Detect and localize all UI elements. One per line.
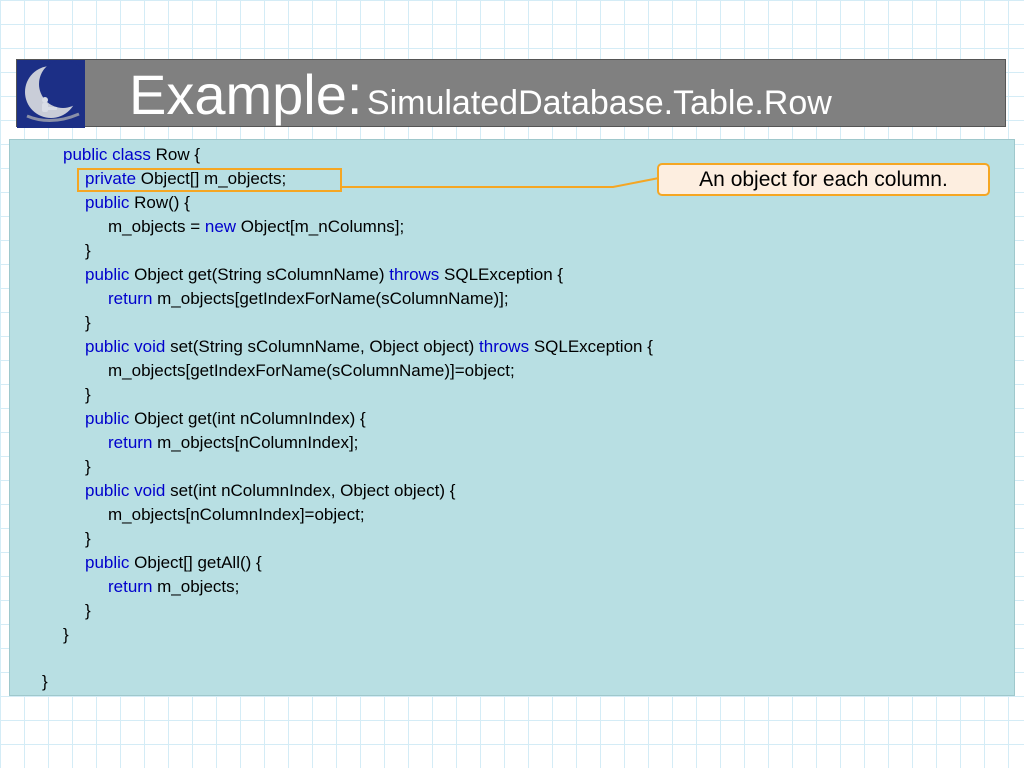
code-text: } [42,672,48,691]
code-line: public class Row { [63,145,200,165]
code-text: Object[m_nColumns]; [240,217,405,236]
slide-title-bar: Example: SimulatedDatabase.Table.Row [16,59,1006,128]
callout-connector [340,177,660,188]
code-text: SQLException { [533,337,653,356]
code-line: private Object[] m_objects; [85,169,286,189]
code-line: } [85,529,91,549]
code-keyword: public [85,553,135,572]
code-keyword: public class [63,145,156,164]
code-line: } [85,601,91,621]
code-text: m_objects[getIndexForName(sColumnName)]; [157,289,509,308]
code-line: m_objects = new Object[m_nColumns]; [108,217,404,237]
code-line: } [85,313,91,333]
code-line: m_objects[nColumnIndex]=object; [108,505,365,525]
code-keyword: return [108,577,158,596]
code-keyword: new [204,217,241,236]
code-line: } [85,457,91,477]
code-keyword: throws [479,337,534,356]
code-line: public Object get(String sColumnName) th… [85,265,563,285]
code-text: set(String sColumnName, Object object) [170,337,480,356]
code-keyword: private [85,169,141,188]
code-line: } [42,672,48,692]
highlight-box [77,168,342,192]
code-text: } [85,601,91,620]
code-text: Object[] m_objects; [140,169,287,188]
code-keyword: throws [389,265,445,284]
code-text: SQLException { [444,265,564,284]
code-text: Object get(int nColumnIndex) { [134,409,366,428]
code-text: set(int nColumnIndex, Object object) { [170,481,456,500]
code-text: } [85,529,91,548]
code-text: m_objects[nColumnIndex]; [157,433,359,452]
code-keyword: public [85,193,135,212]
code-text: m_objects; [157,577,240,596]
moon-logo-icon [17,60,85,128]
code-keyword: public void [85,481,171,500]
code-text: } [85,385,91,404]
code-line: public void set(int nColumnIndex, Object… [85,481,455,501]
code-panel [9,139,1015,696]
code-line: public Object get(int nColumnIndex) { [85,409,366,429]
code-line: public Object[] getAll() { [85,553,262,573]
code-keyword: public [85,265,135,284]
code-line: } [85,241,91,261]
title-main: Example: [129,63,363,126]
code-keyword: public [85,409,135,428]
code-keyword: return [108,433,158,452]
code-text: Row() { [134,193,190,212]
code-line: public Row() { [85,193,190,213]
code-text: } [85,457,91,476]
code-line: m_objects[getIndexForName(sColumnName)]=… [108,361,515,381]
code-text: m_objects[getIndexForName(sColumnName)]=… [108,361,515,380]
code-text: Object get(String sColumnName) [134,265,390,284]
code-text: Row { [155,145,201,164]
code-text: } [63,625,69,644]
code-line: return m_objects[getIndexForName(sColumn… [108,289,509,309]
title-sub: SimulatedDatabase.Table.Row [366,84,832,122]
code-text: } [85,241,91,260]
code-keyword: public void [85,337,171,356]
code-line: return m_objects; [108,577,239,597]
callout-box: An object for each column. [657,163,990,196]
code-text: m_objects[nColumnIndex]=object; [108,505,365,524]
code-line: } [63,625,69,645]
code-text: } [85,313,91,332]
code-line: public void set(String sColumnName, Obje… [85,337,653,357]
code-line: return m_objects[nColumnIndex]; [108,433,358,453]
code-text: Object[] getAll() { [134,553,262,572]
code-keyword: return [108,289,158,308]
page-title: Example: SimulatedDatabase.Table.Row [129,62,832,127]
code-line: } [85,385,91,405]
code-text: m_objects = [108,217,205,236]
